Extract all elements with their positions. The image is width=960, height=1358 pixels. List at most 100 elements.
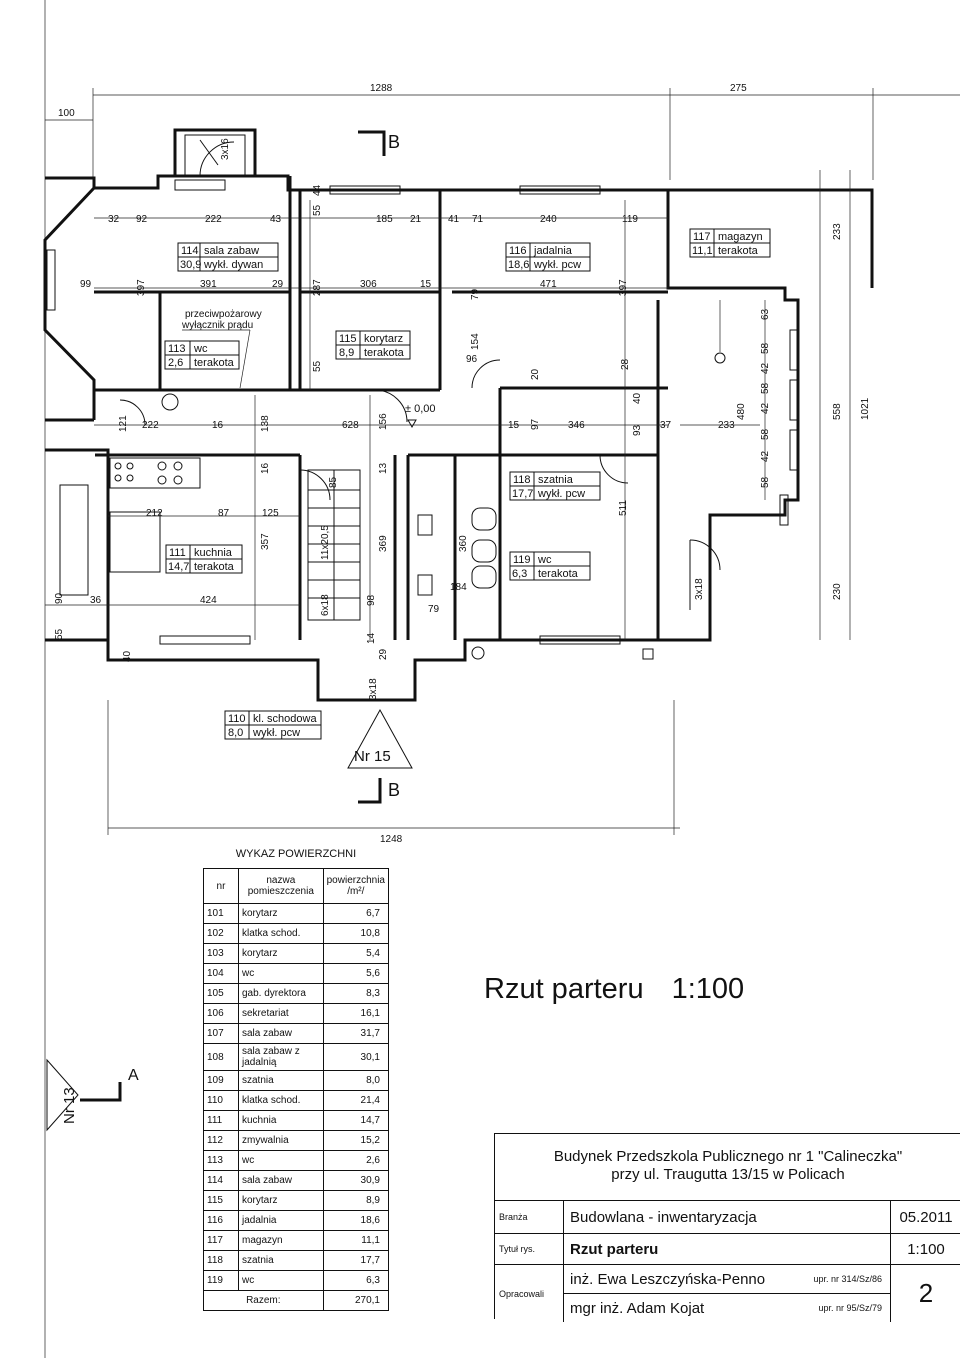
dim-left-100: 100	[58, 108, 75, 119]
dim-v-40b: 40	[122, 650, 133, 662]
dim-306: 306	[360, 279, 377, 290]
room-119-area: 6,3	[512, 568, 527, 580]
area-cell-nr: 117	[203, 1230, 239, 1251]
windows	[46, 179, 799, 645]
area-table-header-row: nr nazwa pomieszczenia powierzchnia /m²/	[203, 868, 390, 904]
building-line-1: Budynek Przedszkola Publicznego nr 1 "Ca…	[553, 1148, 903, 1165]
area-cell-area: 6,7	[322, 903, 390, 924]
title-block: Budynek Przedszkola Publicznego nr 1 "Ca…	[494, 1133, 960, 1322]
area-cell-nr: 106	[203, 1003, 239, 1024]
dim-bay-58d: 58	[760, 476, 771, 488]
room-110-nr: 110	[228, 713, 246, 725]
room-118-area: 17,7	[512, 488, 533, 500]
title-block-row-branza: Branża Budowlana - inwentaryzacja 05.201…	[495, 1200, 960, 1233]
area-cell-name: sala zabaw	[238, 1023, 324, 1044]
room-labels	[164, 228, 771, 740]
dim-v-156: 156	[378, 413, 389, 430]
dim-41: 41	[448, 214, 460, 225]
room-117-finish: terakota	[718, 245, 759, 257]
area-cell-name: gab. dyrektora	[238, 983, 324, 1004]
dim-71: 71	[472, 214, 484, 225]
section-b-top: B	[388, 132, 400, 152]
room-111-finish: terakota	[194, 561, 235, 573]
opracowali-label: Opracowali	[495, 1265, 564, 1322]
area-cell-nr: 113	[203, 1150, 239, 1171]
room-116-finish: wykł. pcw	[533, 259, 581, 271]
room-113-finish: terakota	[194, 357, 235, 369]
area-cell-name: klatka schod.	[238, 1090, 324, 1111]
dim-bay-58c: 58	[760, 428, 771, 440]
area-cell-area: 6,3	[322, 1270, 390, 1291]
dim-v-121: 121	[118, 415, 129, 432]
area-cell-name: sala zabaw	[238, 1170, 324, 1191]
room-114-finish: wykł. dywan	[203, 259, 263, 271]
area-cell-area: 30,1	[322, 1043, 390, 1071]
title-block-building: Budynek Przedszkola Publicznego nr 1 "Ca…	[495, 1148, 960, 1184]
dim-184: 184	[450, 582, 467, 593]
area-cell-nr: 114	[203, 1170, 239, 1191]
drawing-title-name: Rzut parteru	[484, 973, 644, 1005]
dim-bay-42b: 42	[760, 402, 771, 414]
section-markers	[80, 130, 413, 1102]
title-block-row-opracowali: Opracowali inż. Ewa Leszczyńska-Penno up…	[495, 1264, 960, 1322]
room-118-nr: 118	[513, 474, 531, 486]
bay-dimension-lines	[714, 170, 851, 640]
area-cell-nr: 104	[203, 963, 239, 984]
dim-top-275: 275	[730, 83, 747, 94]
area-cell-name: kuchnia	[238, 1110, 324, 1131]
room-115-finish: terakota	[364, 347, 405, 359]
area-table-total-row: Razem: 270,1	[203, 1290, 390, 1311]
room-114-name: sala zabaw	[204, 245, 259, 257]
dim-bottom-1248: 1248	[380, 834, 403, 845]
building-line-2: przy ul. Traugutta 13/15 w Policach	[611, 1166, 845, 1183]
author-1: inż. Ewa Leszczyńska-Penno upr. nr 314/S…	[564, 1265, 890, 1293]
dim-v-90: 90	[54, 592, 65, 604]
dim-v-397b: 397	[618, 279, 629, 296]
room-116-name: jadalnia	[533, 245, 573, 257]
dim-v-29: 29	[378, 648, 389, 660]
area-cell-name: wc	[238, 963, 324, 984]
area-cell-nr: 107	[203, 1023, 239, 1044]
area-cell-nr: 105	[203, 983, 239, 1004]
area-cell-name: korytarz	[238, 903, 324, 924]
area-cell-name: szatnia	[238, 1250, 324, 1271]
dim-v-1021: 1021	[860, 397, 871, 420]
room-119-name: wc	[537, 554, 552, 566]
dim-424: 424	[200, 595, 217, 606]
dim-212: 212	[146, 508, 163, 519]
dim-v-138: 138	[260, 415, 271, 432]
area-cell-name: korytarz	[238, 943, 324, 964]
interior-walls	[94, 176, 668, 640]
area-cell-area: 14,7	[322, 1110, 390, 1131]
dim-222b: 222	[142, 420, 159, 431]
dim-32: 32	[108, 214, 120, 225]
dim-36: 36	[90, 595, 102, 606]
dim-bay-63: 63	[760, 308, 771, 320]
area-cell-nr: 118	[203, 1250, 239, 1271]
dim-stair-11x20: 11x20,5	[320, 525, 331, 560]
dim-15a: 15	[420, 279, 432, 290]
branza-value: Budowlana - inwentaryzacja	[564, 1201, 891, 1233]
section-b-bottom: B	[388, 780, 400, 800]
author-2: mgr inż. Adam Kojat upr. nr 95/Sz/79	[564, 1293, 890, 1322]
dim-v-154: 154	[470, 333, 481, 350]
sheet-number: 2	[918, 1278, 934, 1308]
dim-bay-42c: 42	[760, 450, 771, 462]
area-cell-nr: 111	[203, 1110, 239, 1131]
entrance-north	[173, 128, 257, 177]
area-cell-name: jadalnia	[238, 1210, 324, 1231]
room-117-nr: 117	[693, 231, 711, 243]
title-block-row-tytul: Tytuł rys. Rzut parteru 1:100	[495, 1233, 960, 1264]
room-114-area: 30,9	[180, 259, 201, 271]
dim-v-79b: 79	[470, 288, 481, 300]
dim-v-511: 511	[618, 500, 629, 516]
area-table: nr nazwa pomieszczenia powierzchnia /m²/…	[203, 868, 390, 1311]
dim-v-360: 360	[458, 535, 469, 552]
dim-222a: 222	[205, 214, 222, 225]
